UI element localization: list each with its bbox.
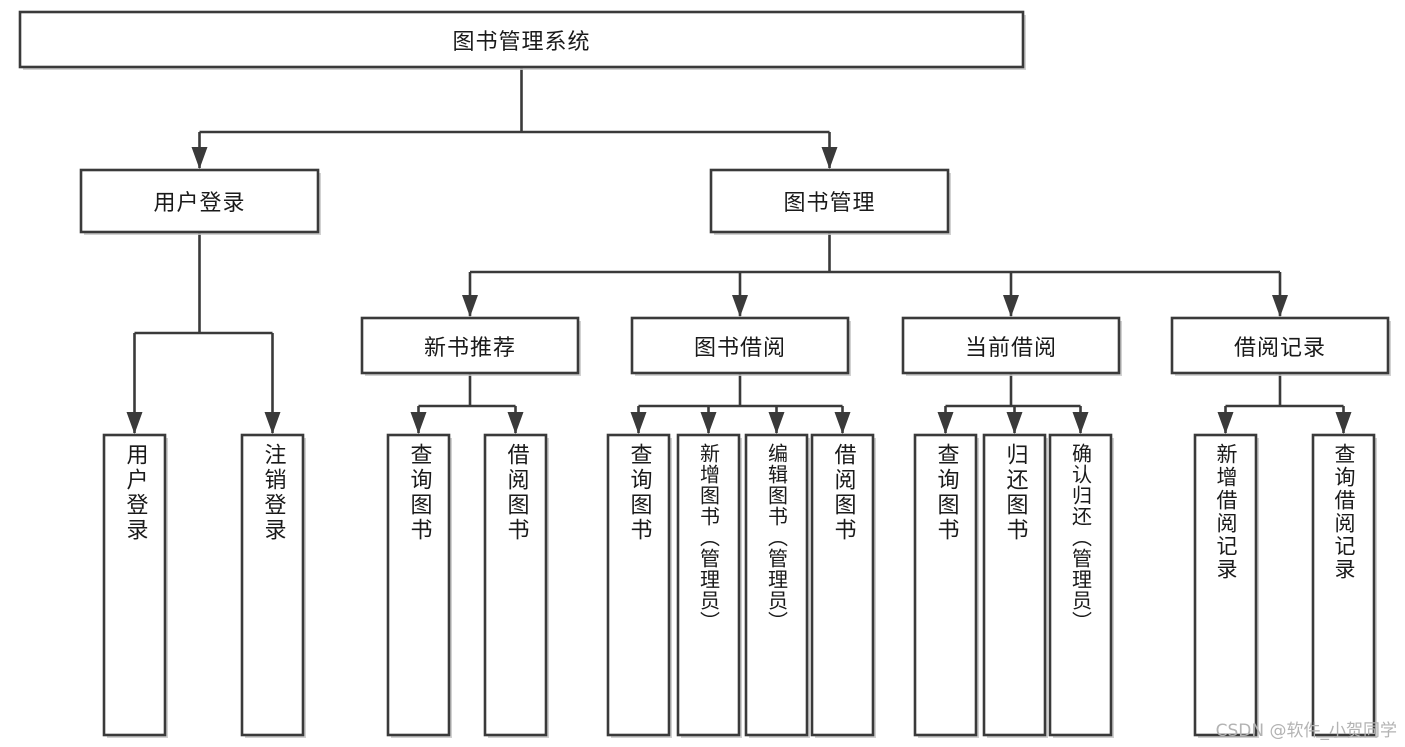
- node-box-借阅图书[interactable]: [483, 433, 548, 737]
- arrow-head-icon: [1335, 412, 1352, 434]
- arrow-head-icon: [1072, 412, 1089, 434]
- arrow-head-icon: [834, 412, 851, 434]
- arrow-head-icon: [264, 412, 281, 434]
- connector-lines-group: [126, 67, 1352, 434]
- node-box-确认归还管理员[interactable]: [1048, 433, 1113, 737]
- node-box-图书管理系统[interactable]: [18, 10, 1025, 69]
- arrow-head-icon: [462, 295, 478, 317]
- node-box-查询图书[interactable]: [386, 433, 451, 737]
- node-box-当前借阅[interactable]: [901, 316, 1121, 375]
- arrow-head-icon: [126, 412, 143, 434]
- arrow-head-icon: [700, 412, 717, 434]
- arrow-head-icon: [821, 147, 838, 169]
- node-box-借阅图书[interactable]: [810, 433, 875, 737]
- arrow-head-icon: [191, 147, 208, 169]
- node-box-用户登录[interactable]: [79, 168, 320, 234]
- node-box-用户登录[interactable]: [102, 433, 167, 737]
- arrow-head-icon: [630, 412, 647, 434]
- node-box-查询图书[interactable]: [606, 433, 671, 737]
- node-box-新增图书管理员[interactable]: [676, 433, 741, 737]
- arrow-head-icon: [410, 412, 427, 434]
- node-box-查询借阅记录[interactable]: [1311, 433, 1376, 737]
- arrow-head-icon: [1217, 412, 1234, 434]
- arrow-head-icon: [507, 412, 524, 434]
- node-box-注销登录[interactable]: [240, 433, 305, 737]
- node-box-图书管理[interactable]: [709, 168, 950, 234]
- node-box-查询图书[interactable]: [913, 433, 978, 737]
- node-boxes-group: [18, 10, 1391, 738]
- node-box-新书推荐[interactable]: [360, 316, 580, 375]
- node-box-归还图书[interactable]: [982, 433, 1047, 737]
- arrow-head-icon: [1272, 295, 1288, 317]
- node-box-图书借阅[interactable]: [630, 316, 850, 375]
- arrow-head-icon: [1003, 295, 1019, 317]
- arrow-head-icon: [1006, 412, 1023, 434]
- arrow-head-icon: [768, 412, 785, 434]
- arrow-head-icon: [937, 412, 954, 434]
- node-box-借阅记录[interactable]: [1170, 316, 1390, 375]
- node-box-新增借阅记录[interactable]: [1193, 433, 1258, 737]
- node-box-编辑图书管理员[interactable]: [744, 433, 809, 737]
- arrow-head-icon: [732, 295, 748, 317]
